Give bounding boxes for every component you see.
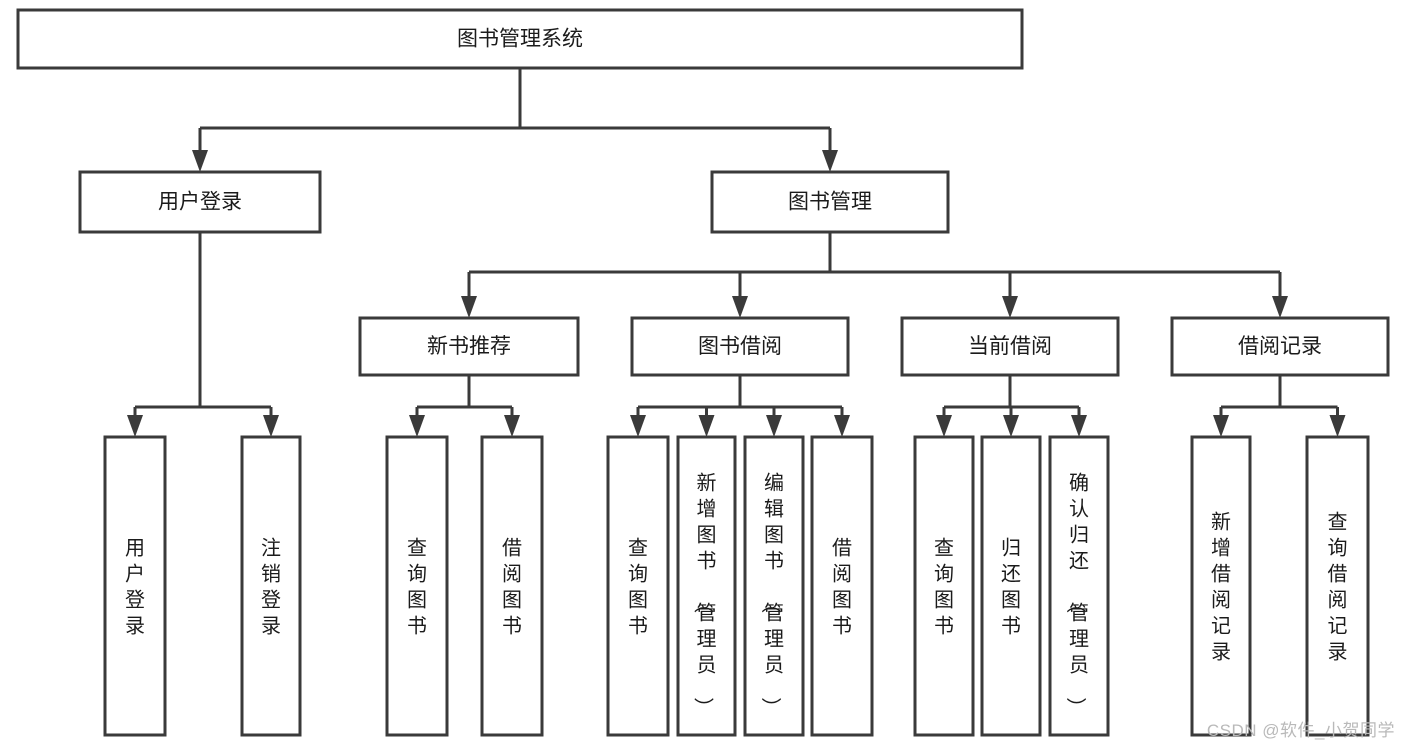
node-label: 新增借阅记录	[1211, 510, 1231, 663]
arrow-head-icon	[1213, 415, 1229, 437]
node-box[interactable]	[103, 435, 167, 737]
node-label: 新书推荐	[427, 335, 511, 358]
node-l2-2[interactable]: 图书管理	[710, 170, 950, 234]
node-label: 图书借阅	[698, 335, 782, 358]
connector-group	[127, 232, 279, 437]
arrow-head-icon	[1071, 415, 1087, 437]
arrow-head-icon	[127, 415, 143, 437]
node-box[interactable]	[710, 170, 950, 234]
connector-group	[192, 68, 838, 172]
node-leaf-3-3[interactable]: 编辑图书（管理员）	[743, 435, 805, 737]
arrow-head-icon	[504, 415, 520, 437]
arrow-head-icon	[936, 415, 952, 437]
arrow-head-icon	[1329, 415, 1346, 437]
node-label: 当前借阅	[968, 335, 1052, 358]
node-box[interactable]	[1305, 435, 1370, 737]
node-box[interactable]	[1048, 435, 1110, 737]
node-l3-4[interactable]: 借阅记录	[1170, 316, 1390, 377]
arrow-head-icon	[766, 415, 782, 437]
arrow-head-icon	[409, 415, 425, 437]
arrow-head-icon	[732, 296, 748, 318]
arrow-head-icon	[834, 415, 850, 437]
node-label: 编辑图书（管理员）	[759, 471, 784, 717]
connector-layer	[127, 68, 1346, 437]
node-label: 归还图书	[1001, 536, 1021, 637]
node-box[interactable]	[480, 435, 544, 737]
node-box[interactable]	[240, 435, 302, 737]
node-label: 图书管理	[788, 191, 872, 214]
node-label: 查询借阅记录	[1328, 510, 1348, 663]
node-box[interactable]	[743, 435, 805, 737]
node-label: 注销登录	[261, 536, 281, 637]
connector-group	[461, 232, 1288, 318]
node-label: 查询图书	[407, 536, 427, 637]
node-box[interactable]	[385, 435, 449, 737]
node-l3-3[interactable]: 当前借阅	[900, 316, 1120, 377]
node-l2-1[interactable]: 用户登录	[78, 170, 322, 234]
arrow-head-icon	[822, 150, 838, 172]
connector-group	[630, 375, 850, 437]
node-leaf-4-1[interactable]: 查询图书	[913, 435, 975, 737]
node-box[interactable]	[1190, 435, 1252, 737]
node-leaf-5-1[interactable]: 新增借阅记录	[1190, 435, 1252, 737]
connector-group	[936, 375, 1087, 437]
node-leaf-5-2[interactable]: 查询借阅记录	[1305, 435, 1370, 737]
node-label: 用户登录	[158, 191, 242, 214]
node-label: 确认归还（管理员）	[1064, 471, 1089, 717]
node-box[interactable]	[676, 435, 737, 737]
node-box[interactable]	[913, 435, 975, 737]
node-box[interactable]	[630, 316, 850, 377]
node-leaf-3-2[interactable]: 新增图书（管理员）	[676, 435, 737, 737]
node-root[interactable]: 图书管理系统	[16, 8, 1024, 70]
arrow-head-icon	[1002, 296, 1018, 318]
node-leaf-4-3[interactable]: 确认归还（管理员）	[1048, 435, 1110, 737]
node-label: 借阅图书	[832, 536, 852, 637]
arrow-head-icon	[263, 415, 279, 437]
node-l3-1[interactable]: 新书推荐	[358, 316, 580, 377]
node-box[interactable]	[606, 435, 670, 737]
node-leaf-1-1[interactable]: 用户登录	[103, 435, 167, 737]
node-leaf-1-2[interactable]: 注销登录	[240, 435, 302, 737]
node-box[interactable]	[1170, 316, 1390, 377]
arrow-head-icon	[461, 296, 477, 318]
node-l3-2[interactable]: 图书借阅	[630, 316, 850, 377]
node-layer: 图书管理系统用户登录图书管理新书推荐图书借阅当前借阅借阅记录用户登录注销登录查询…	[16, 8, 1390, 737]
node-leaf-3-1[interactable]: 查询图书	[606, 435, 670, 737]
node-box[interactable]	[810, 435, 874, 737]
node-leaf-3-4[interactable]: 借阅图书	[810, 435, 874, 737]
arrow-head-icon	[698, 415, 715, 437]
node-label: 查询图书	[934, 536, 954, 637]
node-label: 用户登录	[125, 537, 145, 637]
node-box[interactable]	[16, 8, 1024, 70]
node-leaf-2-1[interactable]: 查询图书	[385, 435, 449, 737]
node-box[interactable]	[358, 316, 580, 377]
connector-group	[409, 375, 520, 437]
connector-group	[1213, 375, 1346, 437]
node-label: 新增图书（管理员）	[692, 471, 717, 717]
node-leaf-2-2[interactable]: 借阅图书	[480, 435, 544, 737]
node-label: 图书管理系统	[457, 28, 583, 51]
node-label: 查询图书	[628, 536, 648, 637]
node-leaf-4-2[interactable]: 归还图书	[980, 435, 1042, 737]
arrow-head-icon	[630, 415, 646, 437]
node-label: 借阅图书	[502, 536, 522, 637]
csdn-watermark: CSDN @软件_小贺同学	[1206, 721, 1395, 740]
node-box[interactable]	[900, 316, 1120, 377]
arrow-head-icon	[192, 150, 208, 172]
arrow-head-icon	[1272, 296, 1288, 318]
node-box[interactable]	[980, 435, 1042, 737]
arrow-head-icon	[1003, 415, 1019, 437]
node-box[interactable]	[78, 170, 322, 234]
node-label: 借阅记录	[1238, 335, 1322, 358]
